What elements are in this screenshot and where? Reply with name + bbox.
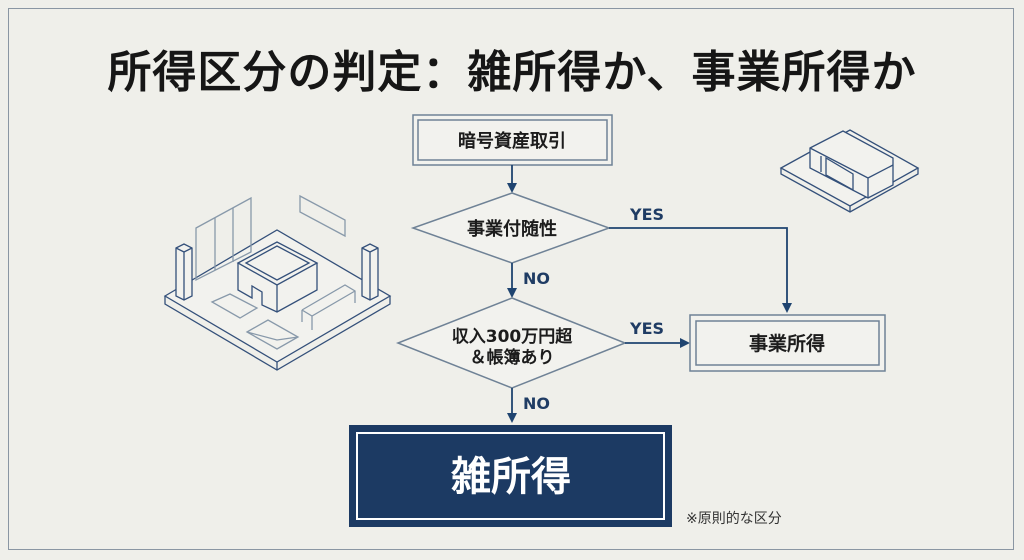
decision1-diamond: 事業付随性: [410, 192, 612, 264]
isometric-office-illustration: [163, 194, 392, 371]
decision2-diamond: 収入300万円超 ＆帳簿あり: [395, 297, 628, 389]
page-title: 所得区分の判定：雑所得か、事業所得か: [107, 47, 917, 98]
start-box: 暗号資産取引: [412, 114, 613, 166]
yes-label-1: YES: [629, 205, 664, 224]
yes-label-2: YES: [629, 319, 664, 338]
no-label-1: NO: [523, 269, 550, 288]
arrow-yes-1: [609, 227, 792, 313]
decision2-label-line2: ＆帳簿あり: [470, 347, 555, 368]
business-income-box: 事業所得: [689, 314, 886, 372]
isometric-building-illustration: [779, 129, 920, 213]
business-income-label: 事業所得: [749, 332, 825, 355]
decision1-label: 事業付随性: [467, 218, 557, 240]
no-label-2: NO: [523, 394, 550, 413]
footnote: ※原則的な区分: [686, 511, 782, 527]
page-frame: [8, 8, 1014, 550]
decision2-label-line1: 収入300万円超: [452, 326, 573, 347]
misc-income-label: 雑所得: [450, 454, 571, 500]
misc-income-box: 雑所得: [349, 425, 672, 527]
start-label: 暗号資産取引: [458, 130, 566, 152]
